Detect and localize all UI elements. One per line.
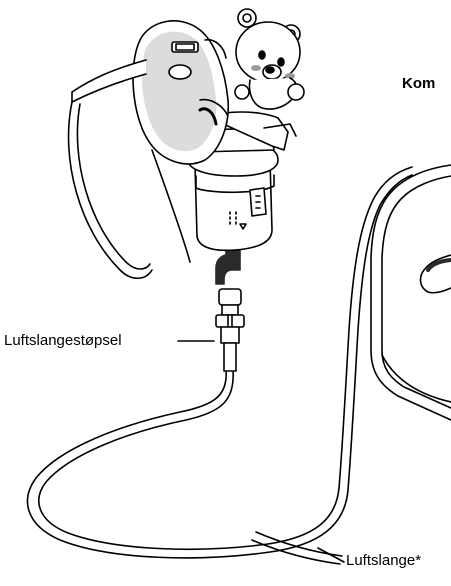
- tube-plug-icon: [216, 289, 244, 371]
- air-tube-label: Luftslange*: [346, 553, 421, 568]
- compressor-icon: [371, 165, 451, 420]
- bear-icon: [235, 9, 304, 109]
- compressor-label: Kom: [402, 76, 435, 91]
- air-tube-plug-label: Luftslangestøpsel: [4, 333, 122, 348]
